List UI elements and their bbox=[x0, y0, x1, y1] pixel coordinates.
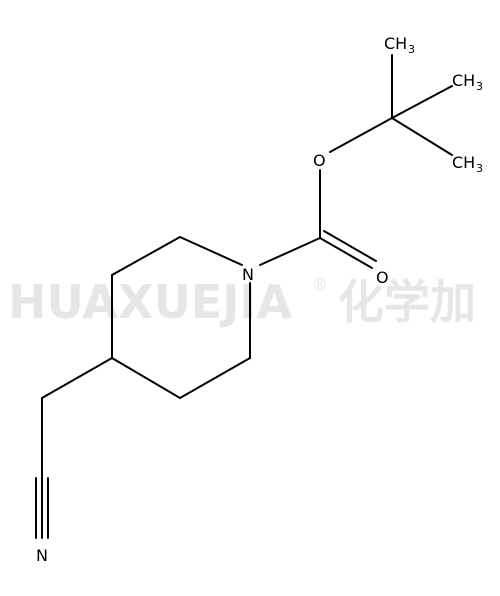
atom-n-nitrile: N bbox=[36, 546, 48, 565]
bond-cq-ch3-mid bbox=[391, 85, 453, 119]
atom-ch3-top-sub: 3 bbox=[408, 43, 415, 56]
atom-o-ester: O bbox=[313, 151, 326, 170]
bond-carbonyl-double-1 bbox=[319, 237, 373, 269]
bond-ring-c4-c5 bbox=[111, 357, 181, 399]
atom-ch3-mid: CH 3 bbox=[452, 71, 483, 93]
atom-ch3-bottom-sub: 3 bbox=[476, 162, 483, 175]
atom-ch3-top-base: CH bbox=[384, 34, 407, 53]
atom-ch3-top: CH 3 bbox=[384, 34, 415, 56]
atom-labels: N N O O CH 3 CH 3 CH 3 bbox=[36, 34, 483, 565]
watermark-cn: 化学加 bbox=[338, 275, 476, 329]
watermark: HUAXUEJIA ® 化学加 bbox=[8, 275, 476, 329]
atom-ch3-bottom-base: CH bbox=[452, 153, 475, 172]
bond-carbonyl-double-2 bbox=[323, 230, 377, 262]
bond-oxygen-cq bbox=[329, 117, 393, 153]
atom-ch3-mid-base: CH bbox=[452, 71, 475, 90]
bonds bbox=[35, 54, 453, 539]
atom-ch3-bottom: CH 3 bbox=[452, 153, 483, 175]
bond-ring-c5-c6 bbox=[179, 357, 251, 399]
bond-ring-n-c2 bbox=[179, 236, 243, 266]
atom-o-carbonyl: O bbox=[376, 268, 389, 287]
atom-ch3-mid-sub: 3 bbox=[476, 80, 483, 93]
atom-n-ring: N bbox=[242, 265, 254, 284]
bond-cq-ch3-bottom bbox=[391, 117, 453, 156]
bond-ring-c2-c3 bbox=[111, 236, 181, 276]
watermark-brand: HUAXUEJIA bbox=[8, 275, 293, 329]
bond-c4-ch2 bbox=[41, 357, 113, 399]
bond-n-carbonyl bbox=[259, 237, 321, 266]
watermark-registered: ® bbox=[312, 275, 328, 294]
